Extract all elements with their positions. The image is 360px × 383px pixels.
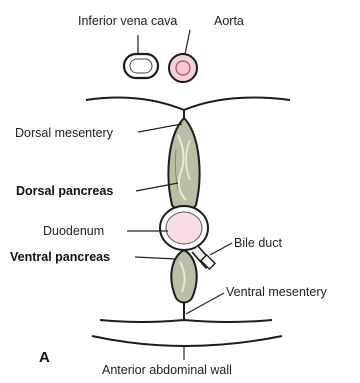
label-ventral-pancreas: Ventral pancreas [10, 250, 110, 264]
leader-ventral-pancreas [135, 257, 176, 259]
leader-bile-duct [210, 243, 232, 255]
anterior-abdominal-wall [92, 320, 282, 346]
label-duodenum: Duodenum [43, 224, 104, 238]
label-inferior-vena-cava: Inferior vena cava [78, 14, 177, 28]
dorsal-pancreas [168, 118, 199, 210]
label-dorsal-pancreas: Dorsal pancreas [16, 184, 113, 198]
label-aorta: Aorta [214, 14, 244, 28]
ventral-pancreas [171, 250, 196, 303]
posterior-abdominal-wall [86, 98, 290, 110]
aorta [169, 54, 197, 82]
label-ventral-mesentery: Ventral mesentery [226, 285, 327, 299]
leader-aorta [185, 30, 190, 54]
label-bile-duct: Bile duct [234, 236, 282, 250]
label-panel: A [39, 349, 50, 366]
label-dorsal-mesentery: Dorsal mesentery [15, 126, 114, 140]
inferior-vena-cava [124, 54, 158, 78]
label-anterior-abdominal-wall: Anterior abdominal wall [102, 363, 232, 377]
duodenum [160, 206, 208, 250]
